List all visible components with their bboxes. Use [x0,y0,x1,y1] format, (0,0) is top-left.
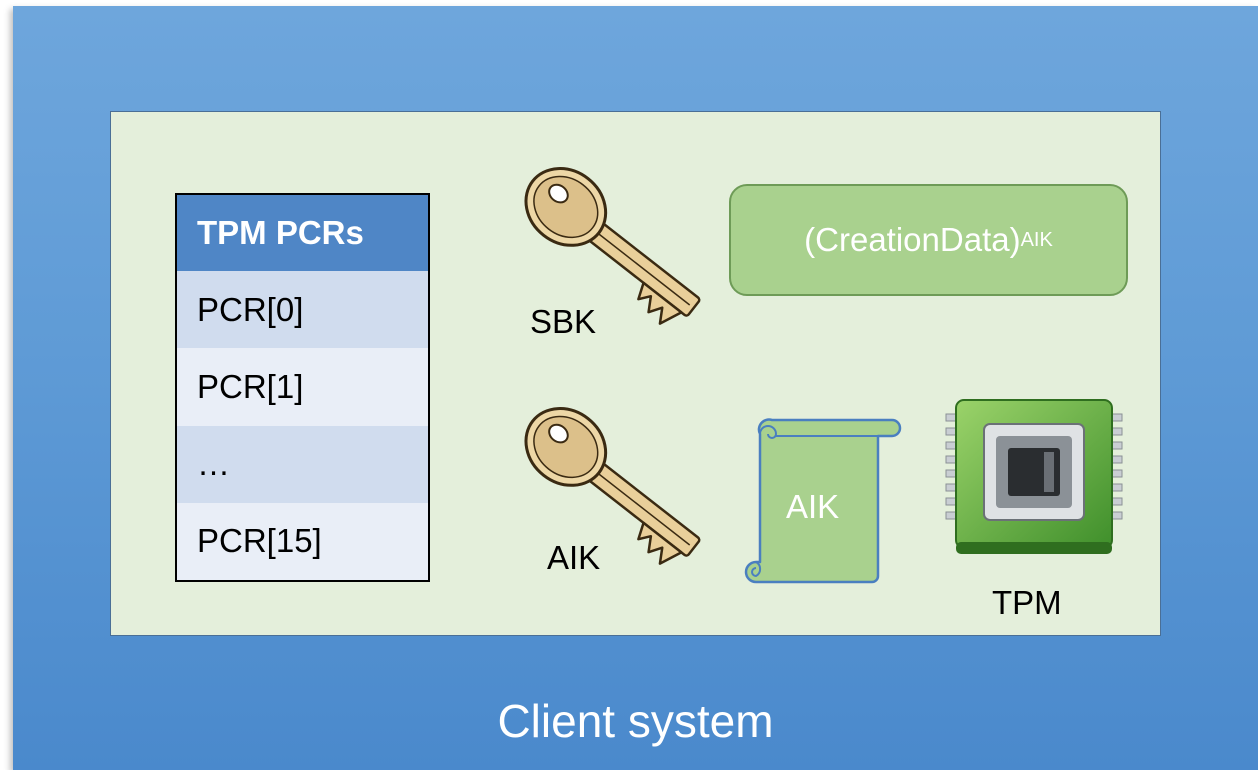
scroll-icon [744,418,902,584]
pcr-table-header: TPM PCRs [177,195,428,271]
creation-data-subscript: AIK [1020,228,1053,251]
key-icon [524,407,701,565]
creation-data-text: (CreationData) [804,221,1021,258]
pcr-row: PCR[0] [177,271,428,349]
aik-key-label: AIK [547,539,601,576]
sbk-label: SBK [530,303,597,340]
client-system-title: Client system [497,695,774,747]
pcr-row: PCR[1] [177,348,428,426]
pcr-row: PCR[15] [177,502,428,580]
key-icon [524,167,701,325]
pcr-row: … [177,425,428,503]
chip-icon [945,399,1123,554]
creation-data-box: (CreationData)AIK [729,184,1128,296]
tpm-label: TPM [992,584,1062,621]
pcr-table: TPM PCRs PCR[0] PCR[1] … PCR[15] [175,193,430,582]
certificate-label: AIK [786,488,840,525]
